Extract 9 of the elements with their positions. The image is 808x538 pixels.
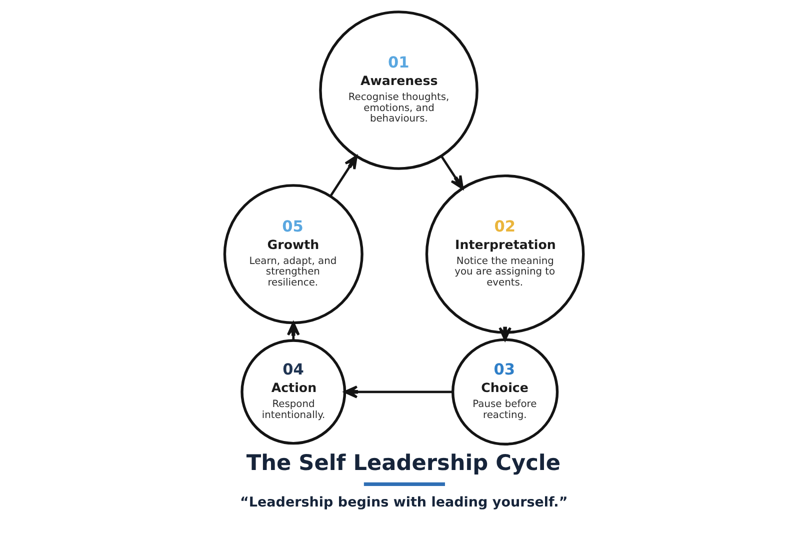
caption: “Leadership begins with leading yourself.” bbox=[240, 494, 568, 511]
arrow bbox=[498, 326, 512, 341]
node-circle: 03 Choice Pause before reacting. bbox=[452, 338, 559, 446]
node-circle: 05 Growth Learn, adapt, and strengthen resilience. bbox=[223, 184, 364, 324]
node-circle: 04 Action Respond intentionally. bbox=[240, 339, 346, 445]
arrow bbox=[344, 385, 453, 398]
arrow bbox=[440, 156, 464, 190]
arrow bbox=[330, 155, 358, 197]
diagram-title: The Self Leadership Cycle bbox=[246, 450, 560, 476]
